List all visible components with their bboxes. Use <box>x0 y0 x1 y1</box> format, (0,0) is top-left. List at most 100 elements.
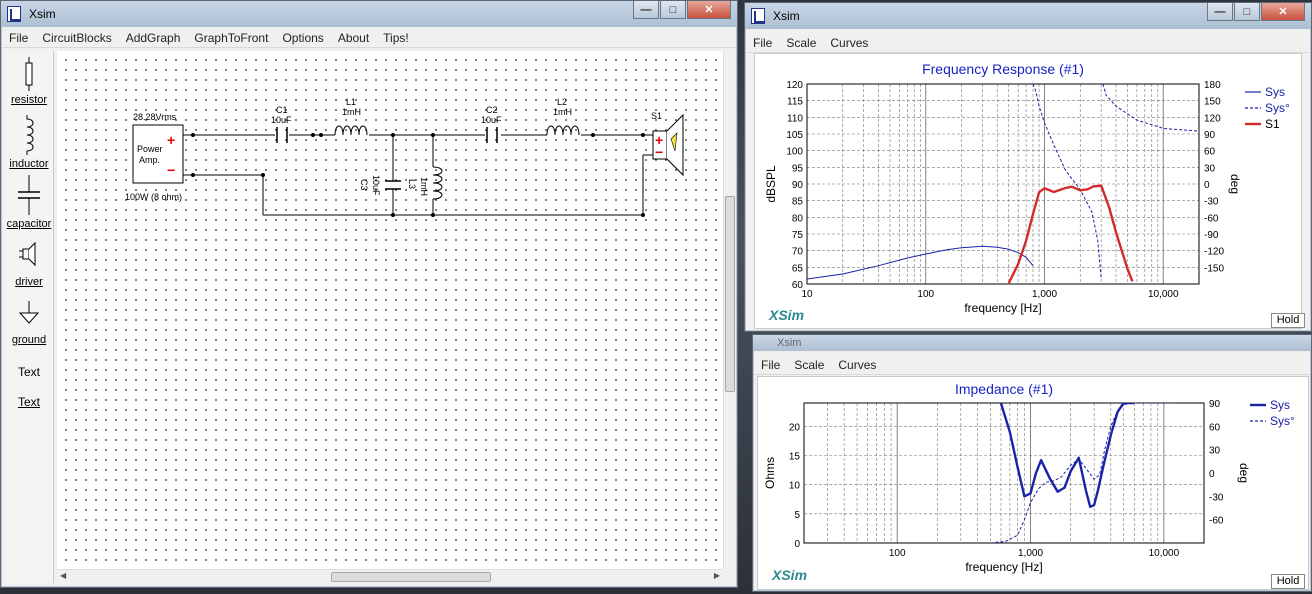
schematic-canvas[interactable]: + − + − 28.28Vrms Power Amp. 100W (8 ohm… <box>57 51 723 569</box>
freq-menu-curves[interactable]: Curves <box>830 35 869 50</box>
scroll-right-arrow-icon[interactable]: ▶ <box>713 571 720 580</box>
series-line-0 <box>999 403 1135 508</box>
canvas-horizontal-scrollbar[interactable]: ◀ ▶ <box>57 569 723 583</box>
freq-menu-file[interactable]: File <box>753 35 773 50</box>
y-tick-label: 10 <box>789 481 801 492</box>
y2-axis-label: deg <box>1228 174 1242 194</box>
l2-value: 1mH <box>553 107 572 117</box>
maximize-button[interactable]: □ <box>660 1 686 19</box>
l1-value: 1mH <box>342 107 361 117</box>
power-amp-block <box>132 124 184 184</box>
chart-title: Impedance (#1) <box>955 381 1053 397</box>
y-tick-label: 0 <box>794 539 800 550</box>
palette-inductor[interactable]: inductor <box>4 115 54 170</box>
close-button[interactable]: ✕ <box>687 1 731 19</box>
minimize-button[interactable]: — <box>633 1 659 19</box>
l3-name: L3 <box>407 179 417 189</box>
source-power-label: 100W (8 ohm) <box>125 192 182 202</box>
freq-titlebar[interactable]: Xsim — □ ✕ <box>745 3 1311 29</box>
y-axis-label: dBSPL <box>764 165 778 203</box>
y-tick-label: 120 <box>786 80 803 91</box>
y-tick-label: 65 <box>792 263 804 274</box>
y2-tick-label: 90 <box>1204 130 1216 141</box>
y-tick-label: 60 <box>792 280 804 291</box>
inductor-icon <box>26 115 34 155</box>
series-line-2 <box>1007 184 1134 284</box>
x-tick-label: 100 <box>917 289 934 300</box>
source-name-line1: Power <box>137 144 163 154</box>
y2-tick-label: 60 <box>1209 422 1221 433</box>
freq-menubar: File Scale Curves <box>746 33 1310 53</box>
series-line-1 <box>990 403 1175 543</box>
imp-menu-scale[interactable]: Scale <box>794 357 825 372</box>
schematic-titlebar[interactable]: Xsim — □ ✕ <box>1 1 737 27</box>
legend-entry: Sys° <box>1270 414 1295 428</box>
y2-tick-label: 90 <box>1209 399 1221 410</box>
imp-hold-button[interactable]: Hold <box>1271 574 1305 589</box>
l1-name: L1 <box>346 97 356 107</box>
series-line-0 <box>807 245 1034 280</box>
imp-menubar: File Scale Curves <box>754 355 1310 375</box>
xsim-watermark: XSim <box>768 307 804 323</box>
y2-tick-label: 30 <box>1204 163 1216 174</box>
y2-tick-label: -150 <box>1204 263 1224 274</box>
freq-hold-button[interactable]: Hold <box>1271 313 1305 328</box>
palette-text-underlined[interactable]: Text <box>4 395 54 409</box>
menu-options[interactable]: Options <box>282 30 324 45</box>
x-tick-label: 10,000 <box>1149 548 1180 559</box>
y-tick-label: 85 <box>792 197 804 208</box>
x-tick-label: 100 <box>889 548 906 559</box>
palette-ground[interactable]: ground <box>4 301 54 346</box>
text-icon: Text <box>17 365 40 379</box>
legend-entry: Sys <box>1265 85 1285 99</box>
y2-tick-label: 60 <box>1204 147 1216 158</box>
imp-window-title: Xsim <box>777 337 802 349</box>
imp-titlebar[interactable]: Xsim <box>753 335 1311 351</box>
component-palette: resistor inductor capacitor driver groun… <box>4 51 54 583</box>
menu-file[interactable]: File <box>9 30 29 45</box>
freq-minimize-button[interactable]: — <box>1207 3 1233 21</box>
vertical-scroll-thumb[interactable] <box>725 196 735 392</box>
horizontal-scroll-thumb[interactable] <box>331 572 491 582</box>
y2-tick-label: 180 <box>1204 80 1221 91</box>
scroll-left-arrow-icon[interactable]: ◀ <box>60 571 67 580</box>
x-tick-label: 10 <box>801 289 813 300</box>
amp-minus-sign: − <box>167 162 175 178</box>
xsim-app-icon <box>7 6 21 22</box>
imp-menu-file[interactable]: File <box>761 357 781 372</box>
palette-text[interactable]: Text <box>4 365 54 379</box>
menu-graphtofront[interactable]: GraphToFront <box>194 30 269 45</box>
menu-addgraph[interactable]: AddGraph <box>125 30 181 45</box>
c3-value: 10uF <box>371 175 381 196</box>
y2-tick-label: 150 <box>1204 97 1221 108</box>
c3-name: C3 <box>359 179 369 191</box>
schematic-window: Xsim — □ ✕ File CircuitBlocks AddGraph G… <box>0 0 738 588</box>
menu-about[interactable]: About <box>337 30 370 45</box>
menu-tips[interactable]: Tips! <box>383 30 409 45</box>
imp-menu-curves[interactable]: Curves <box>838 357 877 372</box>
capacitor-icon <box>18 175 40 215</box>
legend-entry: Sys <box>1270 398 1290 412</box>
canvas-vertical-scrollbar[interactable] <box>723 51 735 569</box>
speaker-warning-icon <box>670 132 678 152</box>
palette-driver[interactable]: driver <box>4 239 54 288</box>
speaker-plus-sign: + <box>655 132 663 148</box>
amp-plus-sign: + <box>167 132 175 148</box>
palette-capacitor[interactable]: capacitor <box>4 175 54 230</box>
y2-tick-label: -30 <box>1204 197 1219 208</box>
palette-resistor[interactable]: resistor <box>4 57 54 106</box>
underlined-text-icon: Text <box>17 395 40 409</box>
freq-menu-scale[interactable]: Scale <box>786 35 817 50</box>
y-tick-label: 15 <box>789 452 801 463</box>
c2-value: 10uF <box>481 115 502 125</box>
y-tick-label: 90 <box>792 180 804 191</box>
menu-circuitblocks[interactable]: CircuitBlocks <box>42 30 112 45</box>
xsim-watermark: XSim <box>771 567 807 583</box>
freq-maximize-button[interactable]: □ <box>1234 3 1260 21</box>
y-tick-label: 105 <box>786 130 803 141</box>
freq-close-button[interactable]: ✕ <box>1261 3 1305 21</box>
y-tick-label: 20 <box>789 422 801 433</box>
